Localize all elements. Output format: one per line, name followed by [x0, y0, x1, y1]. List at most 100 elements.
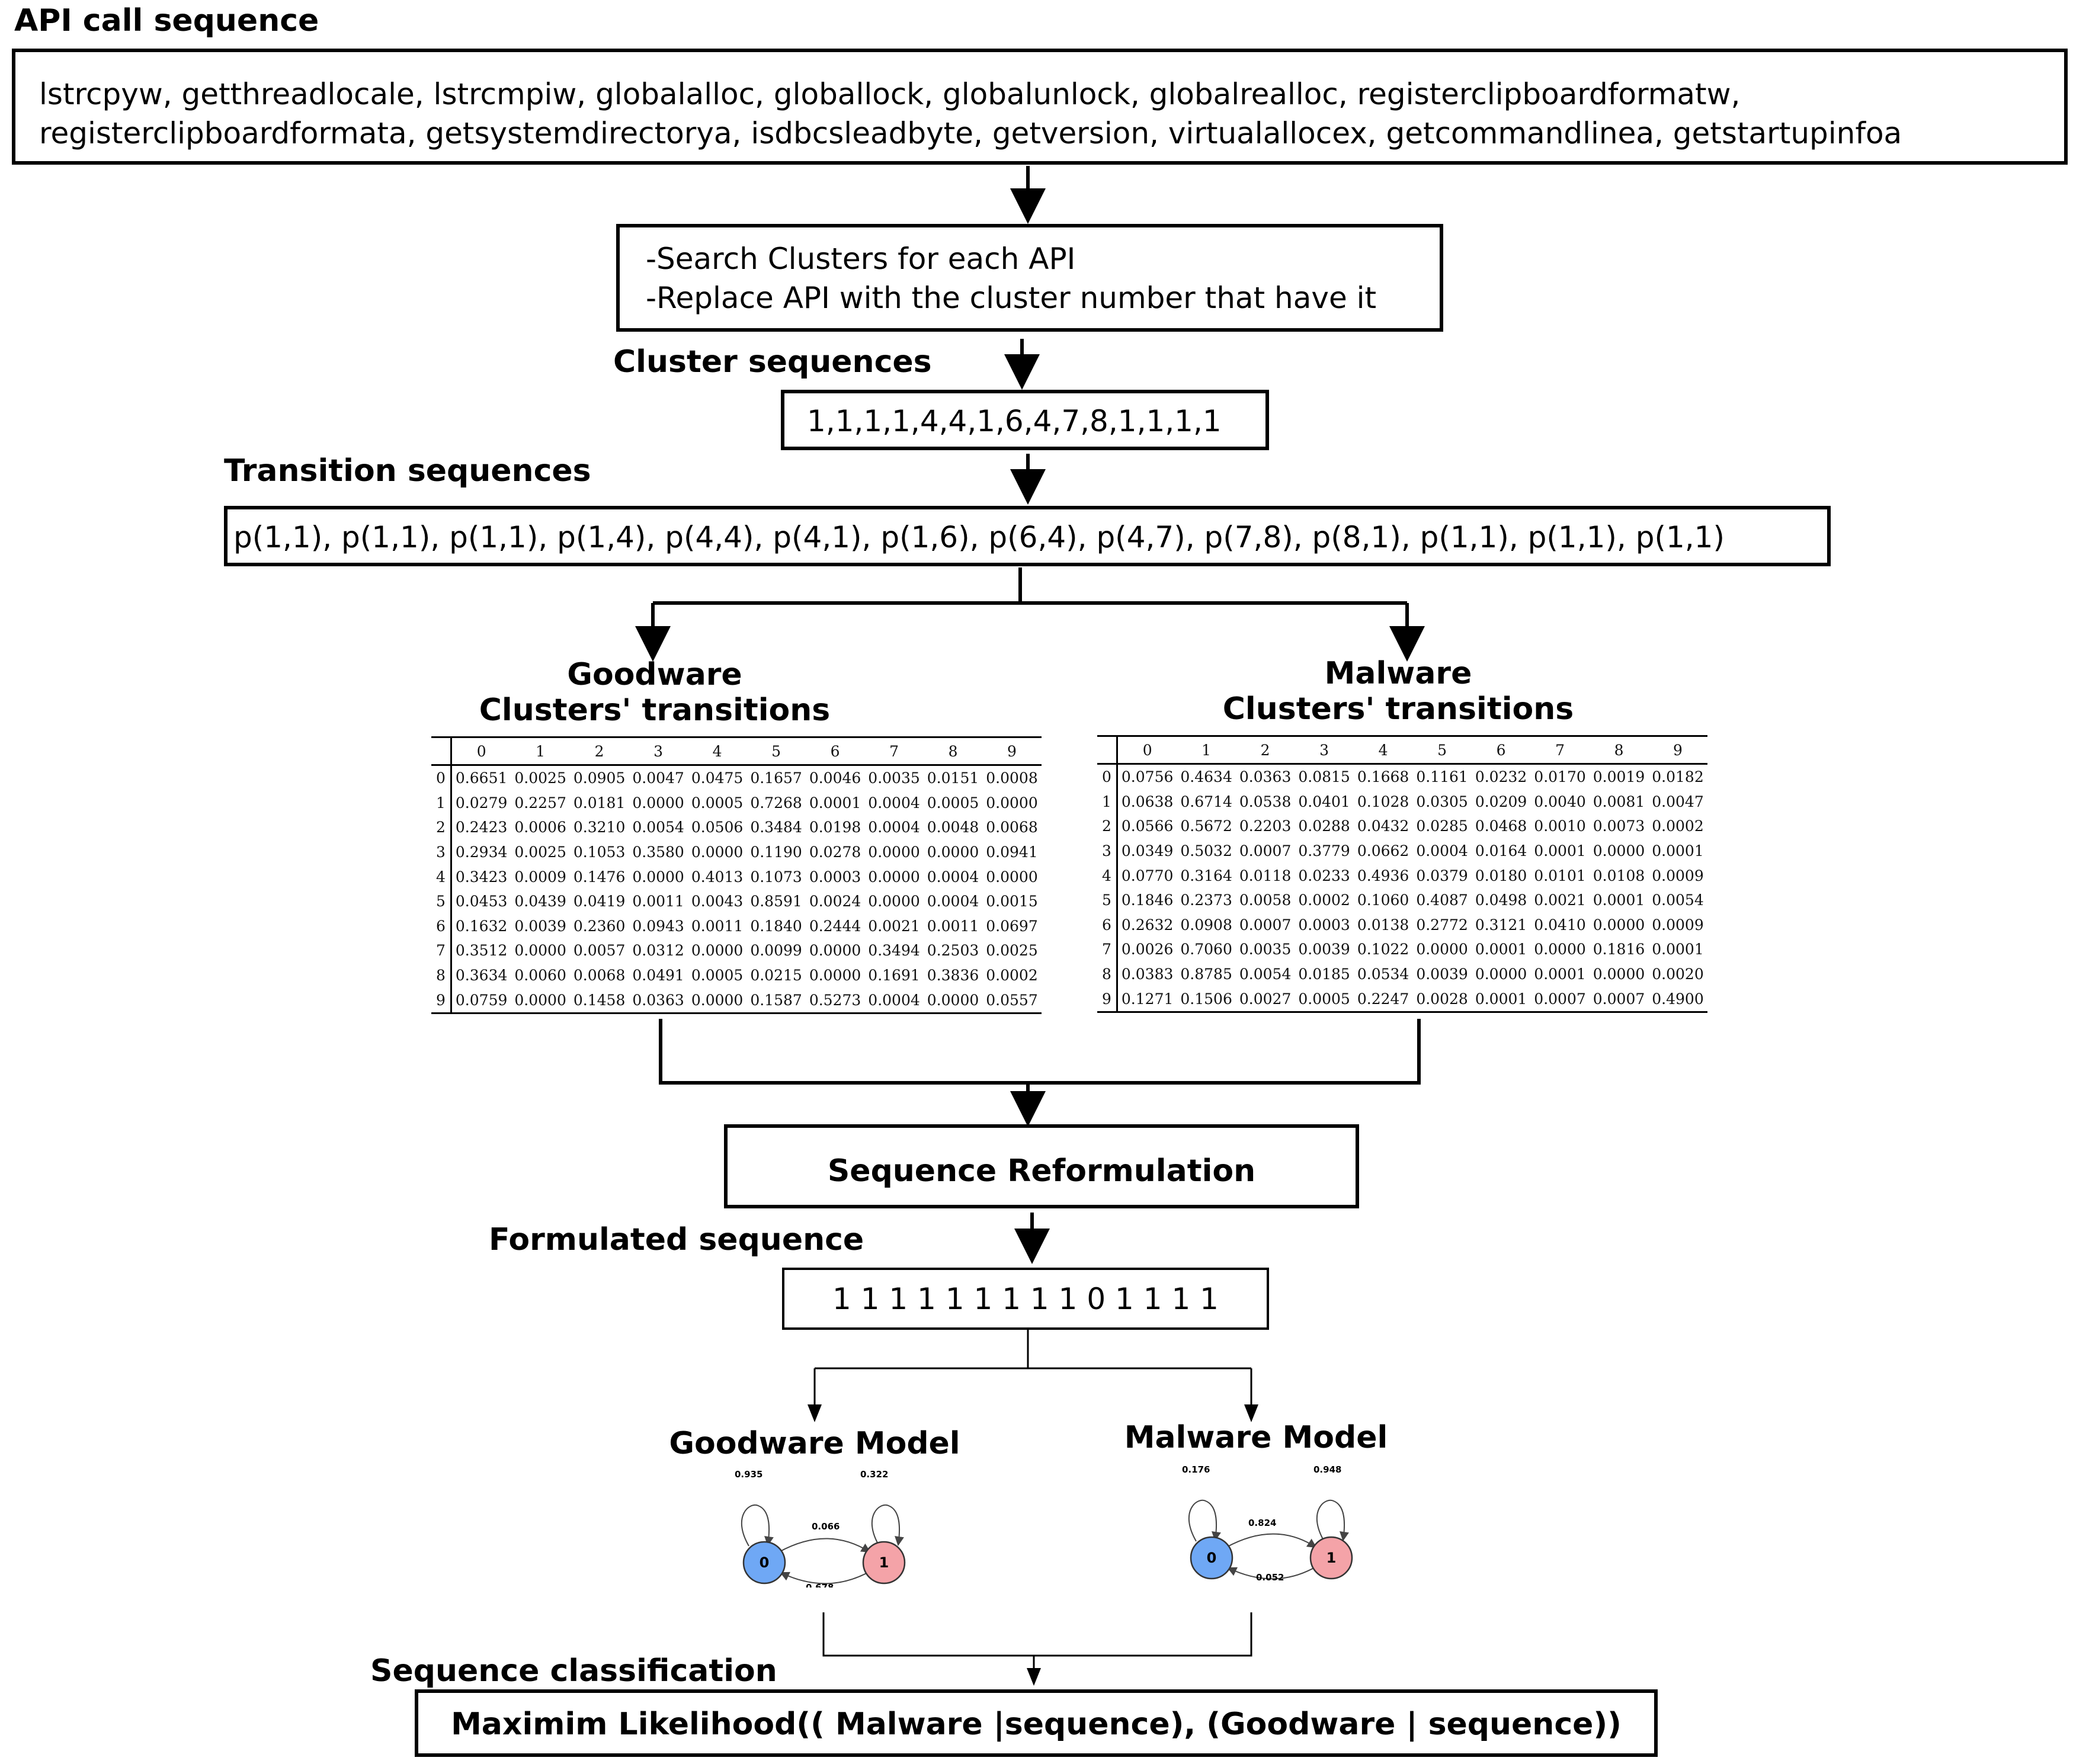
mw-cell: 0.0815 — [1298, 768, 1350, 786]
gw-cell: 0.0011 — [632, 893, 684, 910]
goodware-matrix-title-line-2: Clusters' transitions — [479, 692, 831, 728]
mw-cell: 0.3121 — [1475, 916, 1527, 934]
gw-cell: 0.0363 — [632, 991, 684, 1009]
mw-cell: 0.2772 — [1416, 916, 1468, 934]
goodware-loop-0-edge — [741, 1504, 774, 1547]
gw-cell: 0.0025 — [986, 942, 1038, 960]
mw-cell: 0.3779 — [1298, 842, 1350, 860]
mw-cell: 0.1506 — [1180, 990, 1232, 1008]
sequence-reformulation-box: Sequence Reformulation — [724, 1124, 1359, 1208]
goodware-p01-prob: 0.066 — [812, 1521, 840, 1532]
gw-cell: 0.0000 — [691, 991, 744, 1009]
mw-cell: 0.0468 — [1475, 817, 1527, 835]
formulated-sequence-value: 1 1 1 1 1 1 1 1 1 0 1 1 1 1 — [832, 1282, 1219, 1316]
mw-cell: 0.0007 — [1239, 916, 1292, 934]
goodware-state-0 — [742, 1541, 786, 1585]
gw-cell: 0.0000 — [927, 991, 979, 1009]
mw-cell: 0.0180 — [1475, 867, 1527, 884]
transition-sequences-label: Transition sequences — [224, 453, 591, 489]
mw-cell: 0.0233 — [1298, 867, 1350, 884]
gw-col-header: 2 — [569, 737, 629, 766]
mw-cell: 0.0285 — [1416, 817, 1468, 835]
gw-cell: 0.0000 — [927, 843, 979, 861]
gw-cell: 0.3512 — [455, 942, 508, 960]
gw-cell: 0.1840 — [750, 917, 802, 935]
gw-cell: 0.0004 — [868, 819, 920, 836]
merge-models — [822, 1612, 1252, 1657]
malware-state-1 — [1309, 1536, 1353, 1580]
mw-cell: 0.5672 — [1180, 817, 1232, 835]
gw-cell: 0.7268 — [750, 794, 802, 812]
api-sequence-label: API call sequence — [14, 3, 319, 39]
mw-cell: 0.0432 — [1357, 817, 1409, 835]
gw-cell: 0.1632 — [455, 917, 508, 935]
mw-cell: 0.0566 — [1121, 817, 1174, 835]
gw-cell: 0.3484 — [750, 819, 802, 836]
mw-row-header: 7 — [1097, 937, 1118, 962]
mw-col-header: 9 — [1648, 736, 1707, 765]
gw-cell: 0.0011 — [691, 917, 744, 935]
malware-loop-0-edge — [1188, 1499, 1221, 1542]
gw-row-header: 1 — [431, 790, 452, 816]
mw-row-header: 9 — [1097, 986, 1118, 1012]
gw-cell: 0.0057 — [573, 942, 626, 960]
gw-row-header: 5 — [431, 889, 452, 914]
mw-cell: 0.0000 — [1593, 966, 1645, 983]
mw-col-header: 7 — [1530, 736, 1590, 765]
gw-cell: 0.0005 — [691, 794, 744, 812]
gw-col-header: 9 — [982, 737, 1042, 766]
mw-cell: 0.0009 — [1652, 867, 1704, 884]
split-formulated — [815, 1330, 1029, 1369]
mw-row-header: 3 — [1097, 838, 1118, 864]
malware-state-0-label: 0 — [1207, 1550, 1217, 1566]
malware-loop-0-prob: 0.176 — [1182, 1464, 1210, 1475]
sequence-classification-value: Maximim Likelihood(( Malware |sequence),… — [451, 1707, 1622, 1742]
goodware-state-1 — [862, 1541, 906, 1585]
gw-cell: 0.0278 — [809, 843, 861, 861]
gw-cell: 0.0000 — [868, 893, 920, 910]
gw-cell: 0.2934 — [455, 843, 508, 861]
gw-cell: 0.0506 — [691, 819, 744, 836]
gw-cell: 0.2444 — [809, 917, 861, 935]
mw-row-header: 1 — [1097, 789, 1118, 814]
mw-cell: 0.0001 — [1593, 891, 1645, 909]
gw-cell: 0.0043 — [691, 893, 744, 910]
gw-row-header: 2 — [431, 815, 452, 840]
mw-cell: 0.0047 — [1652, 793, 1704, 810]
gw-cell: 0.0003 — [809, 868, 861, 886]
gw-cell: 0.0008 — [986, 769, 1038, 787]
mw-cell: 0.0288 — [1298, 817, 1350, 835]
gw-cell: 0.0005 — [691, 967, 744, 984]
gw-cell: 0.0002 — [986, 967, 1038, 984]
mw-cell: 0.0040 — [1534, 793, 1586, 810]
merge-matrices — [659, 1019, 1421, 1085]
mw-cell: 0.0662 — [1357, 842, 1409, 860]
mw-row-header: 5 — [1097, 887, 1118, 913]
mw-cell: 0.0010 — [1534, 817, 1586, 835]
gw-cell: 0.0279 — [455, 794, 508, 812]
gw-col-header: 7 — [864, 737, 924, 766]
mw-cell: 0.1816 — [1593, 941, 1645, 958]
gw-cell: 0.1190 — [750, 843, 802, 861]
mw-cell: 0.0756 — [1121, 768, 1174, 786]
malware-matrix-title-line-1: Malware — [1324, 656, 1472, 691]
mw-cell: 0.0028 — [1416, 990, 1468, 1008]
gw-cell: 0.3210 — [573, 819, 626, 836]
gw-cell: 0.0015 — [986, 893, 1038, 910]
gw-cell: 0.0006 — [514, 819, 566, 836]
gw-cell: 0.3836 — [927, 967, 979, 984]
gw-cell: 0.0000 — [868, 868, 920, 886]
gw-row-header: 6 — [431, 913, 452, 939]
gw-row-header: 8 — [431, 963, 452, 988]
mw-col-header: 5 — [1412, 736, 1472, 765]
gw-cell: 0.0004 — [868, 794, 920, 812]
mw-cell: 0.0081 — [1593, 793, 1645, 810]
gw-cell: 0.5273 — [809, 991, 861, 1009]
